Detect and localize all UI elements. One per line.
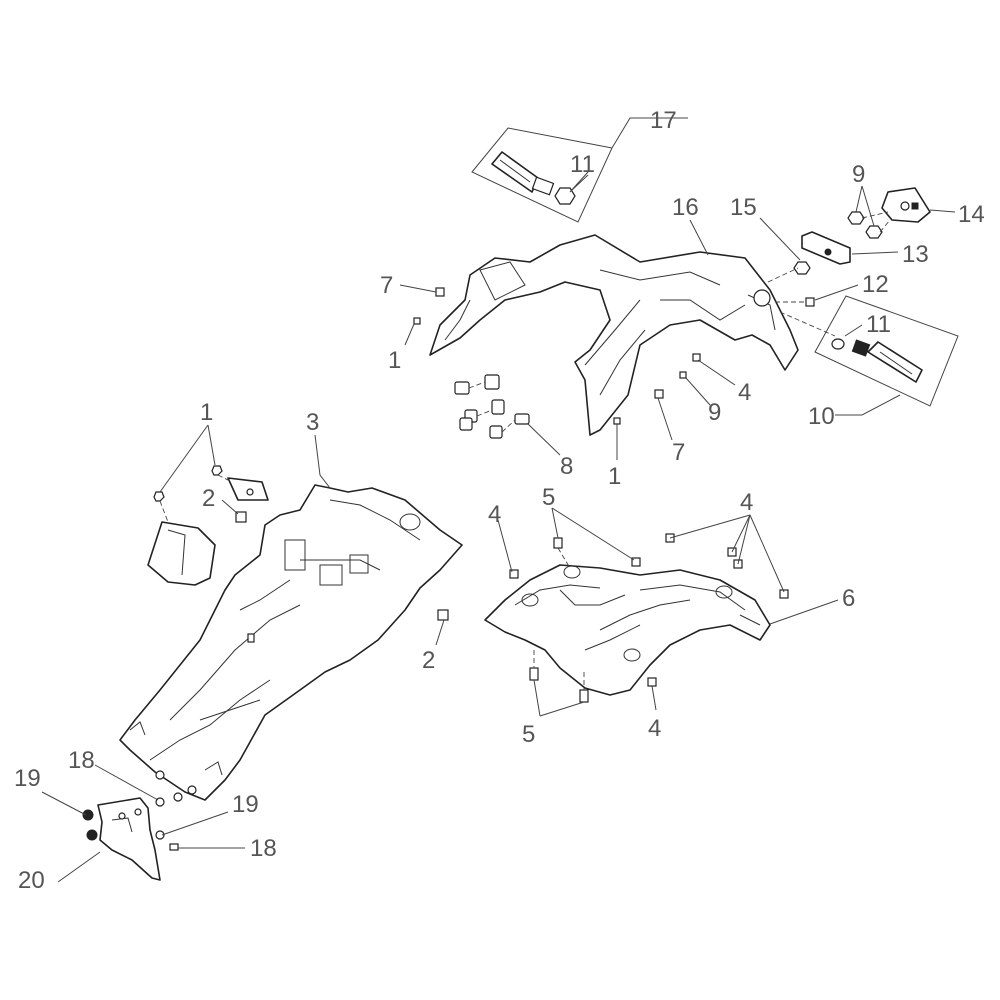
callout-17: 17 <box>650 107 677 134</box>
clip-nuts-8 <box>454 374 530 439</box>
callout-14: 14 <box>958 201 985 228</box>
callout-11-top: 11 <box>570 151 595 178</box>
fender-bracket-box <box>147 477 269 586</box>
callout-9-frame: 9 <box>708 399 721 426</box>
frame-hardware <box>413 261 836 425</box>
callout-8: 8 <box>560 453 573 480</box>
callout-7-left: 7 <box>380 272 393 299</box>
callout-3: 3 <box>306 409 319 436</box>
license-bracket-20 <box>82 792 183 881</box>
under-tray-6 <box>484 564 771 696</box>
callout-1-frame-lower: 1 <box>608 463 621 490</box>
callout-4-frame: 4 <box>738 379 751 406</box>
fender-hardware <box>153 465 449 643</box>
callout-2-fender-right: 2 <box>422 647 435 674</box>
callout-5-lower: 5 <box>522 721 535 748</box>
callout-1-frame-left: 1 <box>388 347 401 374</box>
callout-4-tray-left: 4 <box>488 501 501 528</box>
turn-signal-box-17 <box>471 127 613 223</box>
rear-fender-3 <box>119 484 463 801</box>
callout-16: 16 <box>672 194 699 221</box>
callout-7-lower: 7 <box>672 439 685 466</box>
callout-10: 10 <box>808 403 835 430</box>
plate-light-lens-13 <box>801 231 851 265</box>
callout-5-top: 5 <box>542 484 555 511</box>
callout-18-right: 18 <box>250 835 277 862</box>
callout-20: 20 <box>18 867 45 894</box>
rear-subframe-16 <box>429 234 799 436</box>
callout-13: 13 <box>902 241 929 268</box>
leader-lines <box>41 117 956 883</box>
callout-18-top: 18 <box>68 747 95 774</box>
callout-9-top: 9 <box>852 161 865 188</box>
callout-4-tray-lower: 4 <box>648 715 661 742</box>
plate-light-14 <box>847 187 931 239</box>
callout-15: 15 <box>730 194 757 221</box>
callout-19-right: 19 <box>232 791 259 818</box>
callout-6: 6 <box>842 585 855 612</box>
turn-signal-box-10 <box>814 295 959 407</box>
callout-19-left: 19 <box>14 765 41 792</box>
callout-2-fender-left: 2 <box>202 485 215 512</box>
callout-labels: 17 11 9 16 15 14 13 12 11 10 7 1 4 9 7 8… <box>14 107 985 894</box>
callout-12: 12 <box>862 271 889 298</box>
callout-1-fender: 1 <box>200 399 213 426</box>
callout-4-tray-top: 4 <box>740 489 753 516</box>
callout-11-right: 11 <box>866 311 891 338</box>
